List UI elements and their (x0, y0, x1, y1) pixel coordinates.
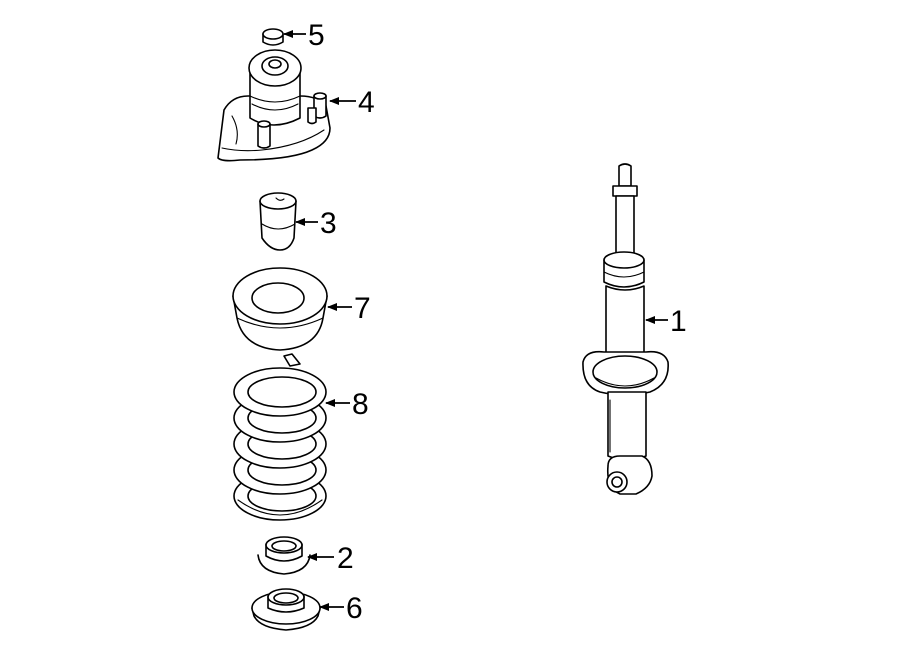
callout-4: 4 (329, 86, 375, 119)
callout-2: 2 (307, 542, 354, 575)
callout-7: 7 (327, 292, 371, 325)
callout-number-4: 4 (358, 86, 375, 119)
strut[interactable] (582, 163, 669, 495)
callout-number-6: 6 (346, 592, 363, 625)
callout-number-8: 8 (352, 388, 369, 421)
callout-1: 1 (645, 305, 687, 338)
spring-seat[interactable] (257, 536, 311, 575)
callout-3: 3 (295, 207, 337, 240)
callout-8: 8 (325, 388, 369, 421)
callout-number-1: 1 (670, 305, 687, 338)
callout-number-3: 3 (320, 207, 337, 240)
callout-number-5: 5 (308, 19, 325, 52)
mount-nut[interactable] (262, 28, 284, 46)
callout-number-7: 7 (354, 292, 371, 325)
coil-spring[interactable] (233, 353, 327, 521)
callout-6: 6 (319, 592, 363, 625)
bump-stop[interactable] (259, 192, 297, 251)
upper-insulator[interactable] (232, 267, 328, 351)
lower-insulator[interactable] (251, 588, 321, 631)
callout-5: 5 (283, 19, 325, 52)
callout-number-2: 2 (337, 542, 354, 575)
strut-mount[interactable] (217, 49, 331, 162)
